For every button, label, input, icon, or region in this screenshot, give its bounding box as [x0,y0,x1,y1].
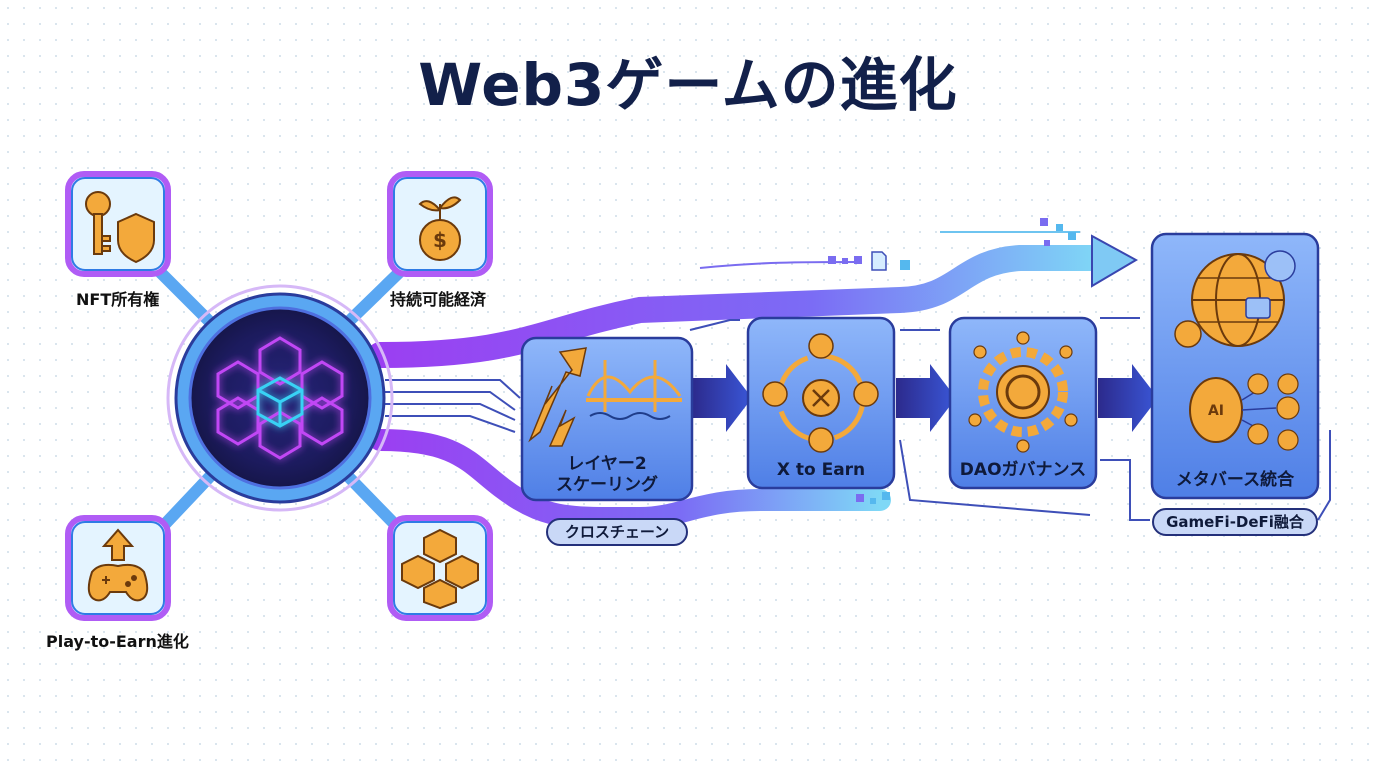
data-pixels-bottom [856,492,890,504]
finance-icons [1247,373,1300,451]
gamepad-small-icon [853,381,879,407]
lightning-growth-icon [528,347,587,443]
cube-icon [256,376,304,428]
gamepad-icon [87,563,149,602]
nft-ownership-label: NFT所有権 [76,290,160,309]
cross-chain-pill: クロスチェーン [546,518,688,546]
stage-4-label: メタバース統合 [1175,470,1295,490]
stage-panel-1 [520,336,694,502]
play-to-earn-label: Play-to-Earn進化 [46,632,189,651]
arrow-3 [1098,364,1158,432]
circuit-lines [385,317,1331,521]
gear-icon [978,347,1068,437]
steering-wheel-icon [1005,374,1041,410]
up-arrow-icon [101,528,135,561]
hub-core [188,306,372,490]
stage-panel-3 [948,316,1098,490]
tile-bottom-right [387,515,493,621]
arrow-2 [896,364,956,432]
screen-icon [1245,297,1271,319]
tile-bottom-left [65,515,171,621]
stage-1-label-line1: レイヤー2 [567,454,647,474]
stage-panel-4: AI [1150,232,1320,500]
hub-outer-ring [166,284,394,512]
tile-top-left [65,171,171,277]
stage-1-label-line2: スケーリング [556,475,658,495]
shield-icon [117,212,155,264]
document-icon [871,251,887,271]
link-icon [762,381,788,407]
svg-text:AI: AI [1208,403,1224,419]
blockchain-network-icon [216,336,344,460]
bottom-stream [369,429,891,529]
top-stream [367,245,1113,368]
stage-panel-2 [746,316,896,490]
arrow-1 [692,364,752,432]
key-icon [85,191,111,255]
vr-user-icon [1174,320,1202,348]
stage-2-label: X to Earn [776,460,866,480]
stage-1-label: レイヤー2 スケーリング [522,454,692,496]
stage-3-label: DAOガバナンス [959,460,1087,480]
sustainable-economy-label: 持続可能経済 [390,290,487,309]
gamefi-defi-pill: GameFi-DeFi融合 [1152,508,1318,536]
runner-icon [808,333,834,359]
top-stream-arrowhead [1091,234,1139,288]
people-icons [968,331,1078,453]
bridge-icon [586,360,682,420]
user-avatar-icon [1264,250,1296,282]
data-pixels-top [828,218,1076,270]
linked-blocks-icon [401,528,479,610]
stage-arrows [692,364,1158,432]
svg-text:$: $ [433,228,447,252]
receipt-icon [808,427,834,453]
page-title: Web3ゲームの進化 [418,51,958,119]
tile-top-right: $ [387,171,493,277]
